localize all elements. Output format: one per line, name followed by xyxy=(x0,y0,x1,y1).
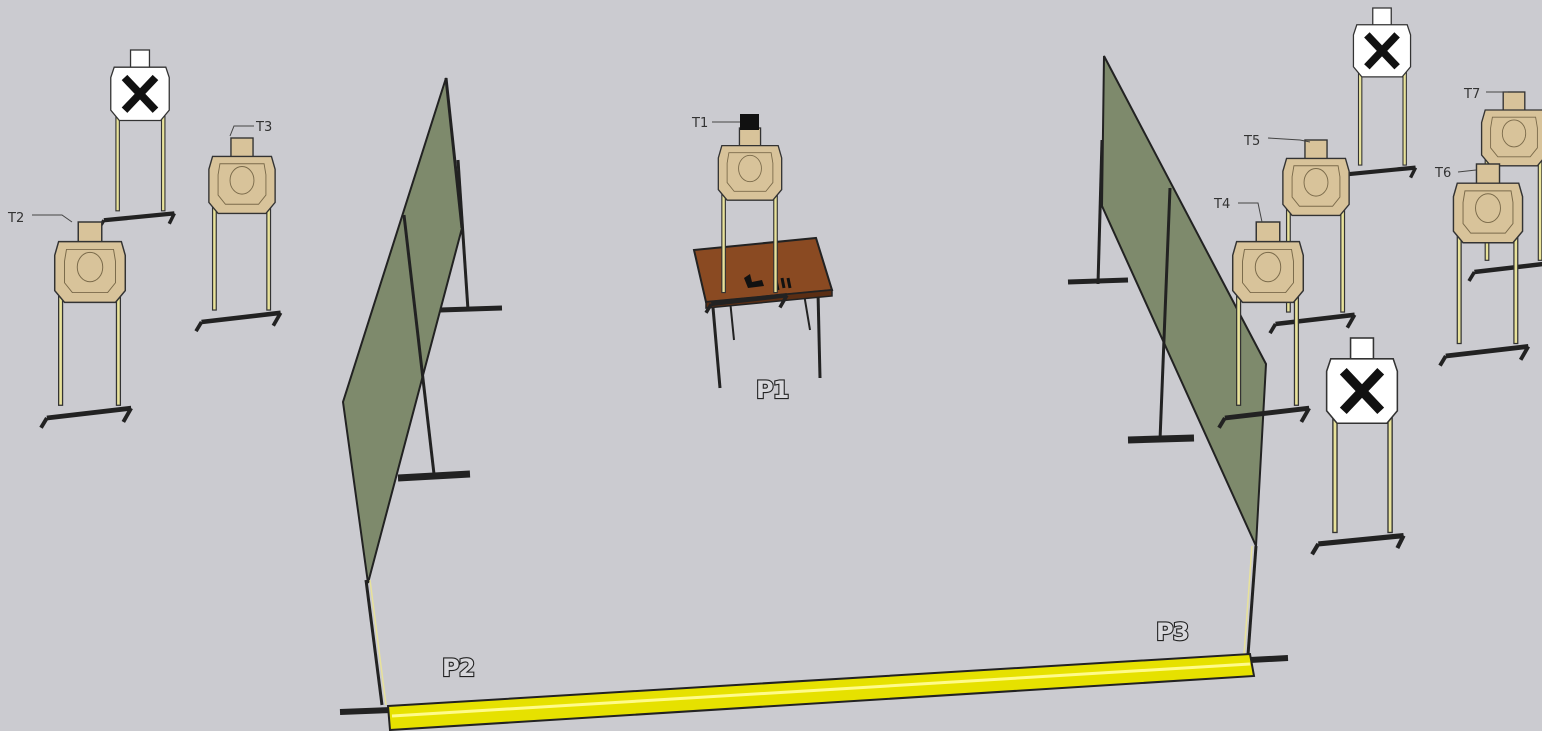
label-t1: T1 xyxy=(691,116,708,131)
label-t4: T4 xyxy=(1213,197,1230,212)
leader-t6 xyxy=(1457,169,1477,173)
no-shoot-target-right-bottom xyxy=(1312,338,1404,554)
leader-t4 xyxy=(1238,202,1263,223)
label-t2: T2 xyxy=(7,211,24,226)
fault-line xyxy=(339,652,1289,731)
label-t3: T3 xyxy=(255,120,272,135)
target-t5 xyxy=(1270,140,1355,333)
label-t6: T6 xyxy=(1434,166,1451,181)
shooting-table xyxy=(692,236,834,389)
leader-t2 xyxy=(32,214,73,223)
target-t6 xyxy=(1440,164,1528,366)
leader-t5 xyxy=(1267,137,1311,143)
no-shoot-target-left xyxy=(99,50,175,229)
label-p2: P2 xyxy=(442,654,474,682)
target-t1-marker xyxy=(740,114,759,130)
label-p1: P1 xyxy=(756,376,789,404)
target-t2 xyxy=(41,222,131,428)
no-shoot-target-right-top xyxy=(1342,8,1416,183)
leader-t3 xyxy=(229,125,254,137)
barrier-right xyxy=(1067,55,1268,656)
label-t7: T7 xyxy=(1463,87,1480,102)
label-p3: P3 xyxy=(1156,618,1188,646)
barrier-left xyxy=(341,77,503,706)
label-t5: T5 xyxy=(1243,134,1260,149)
target-t3 xyxy=(196,138,281,331)
